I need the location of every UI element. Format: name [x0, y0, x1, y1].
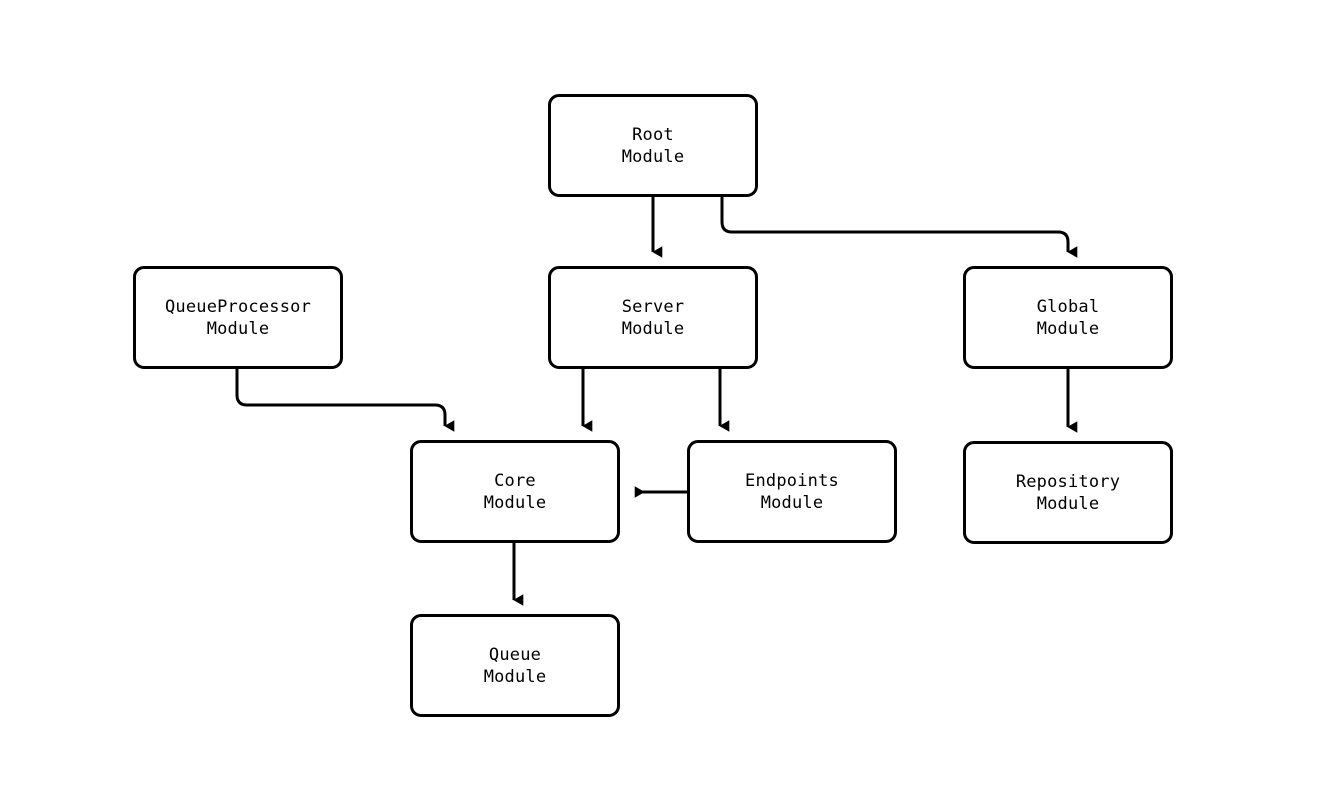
- node-queueprocessor-module[interactable]: QueueProcessor Module: [133, 266, 343, 369]
- node-queue-module-label: Queue Module: [483, 644, 547, 687]
- edge-root-to-global: [720, 197, 1078, 258]
- node-server-module-label: Server Module: [621, 296, 685, 339]
- node-server-module[interactable]: Server Module: [548, 266, 758, 369]
- node-repository-module[interactable]: Repository Module: [963, 441, 1173, 544]
- node-endpoints-module-label: Endpoints Module: [745, 470, 839, 513]
- node-root-module-label: Root Module: [621, 124, 685, 167]
- node-queueprocessor-module-label: QueueProcessor Module: [164, 296, 312, 339]
- node-global-module-label: Global Module: [1036, 296, 1100, 339]
- node-global-module[interactable]: Global Module: [963, 266, 1173, 369]
- node-repository-module-label: Repository Module: [1015, 471, 1121, 514]
- node-root-module[interactable]: Root Module: [548, 94, 758, 197]
- node-core-module[interactable]: Core Module: [410, 440, 620, 543]
- edge-queueprocessor-to-core: [235, 369, 455, 432]
- node-endpoints-module[interactable]: Endpoints Module: [687, 440, 897, 543]
- node-core-module-label: Core Module: [483, 470, 547, 513]
- node-queue-module[interactable]: Queue Module: [410, 614, 620, 717]
